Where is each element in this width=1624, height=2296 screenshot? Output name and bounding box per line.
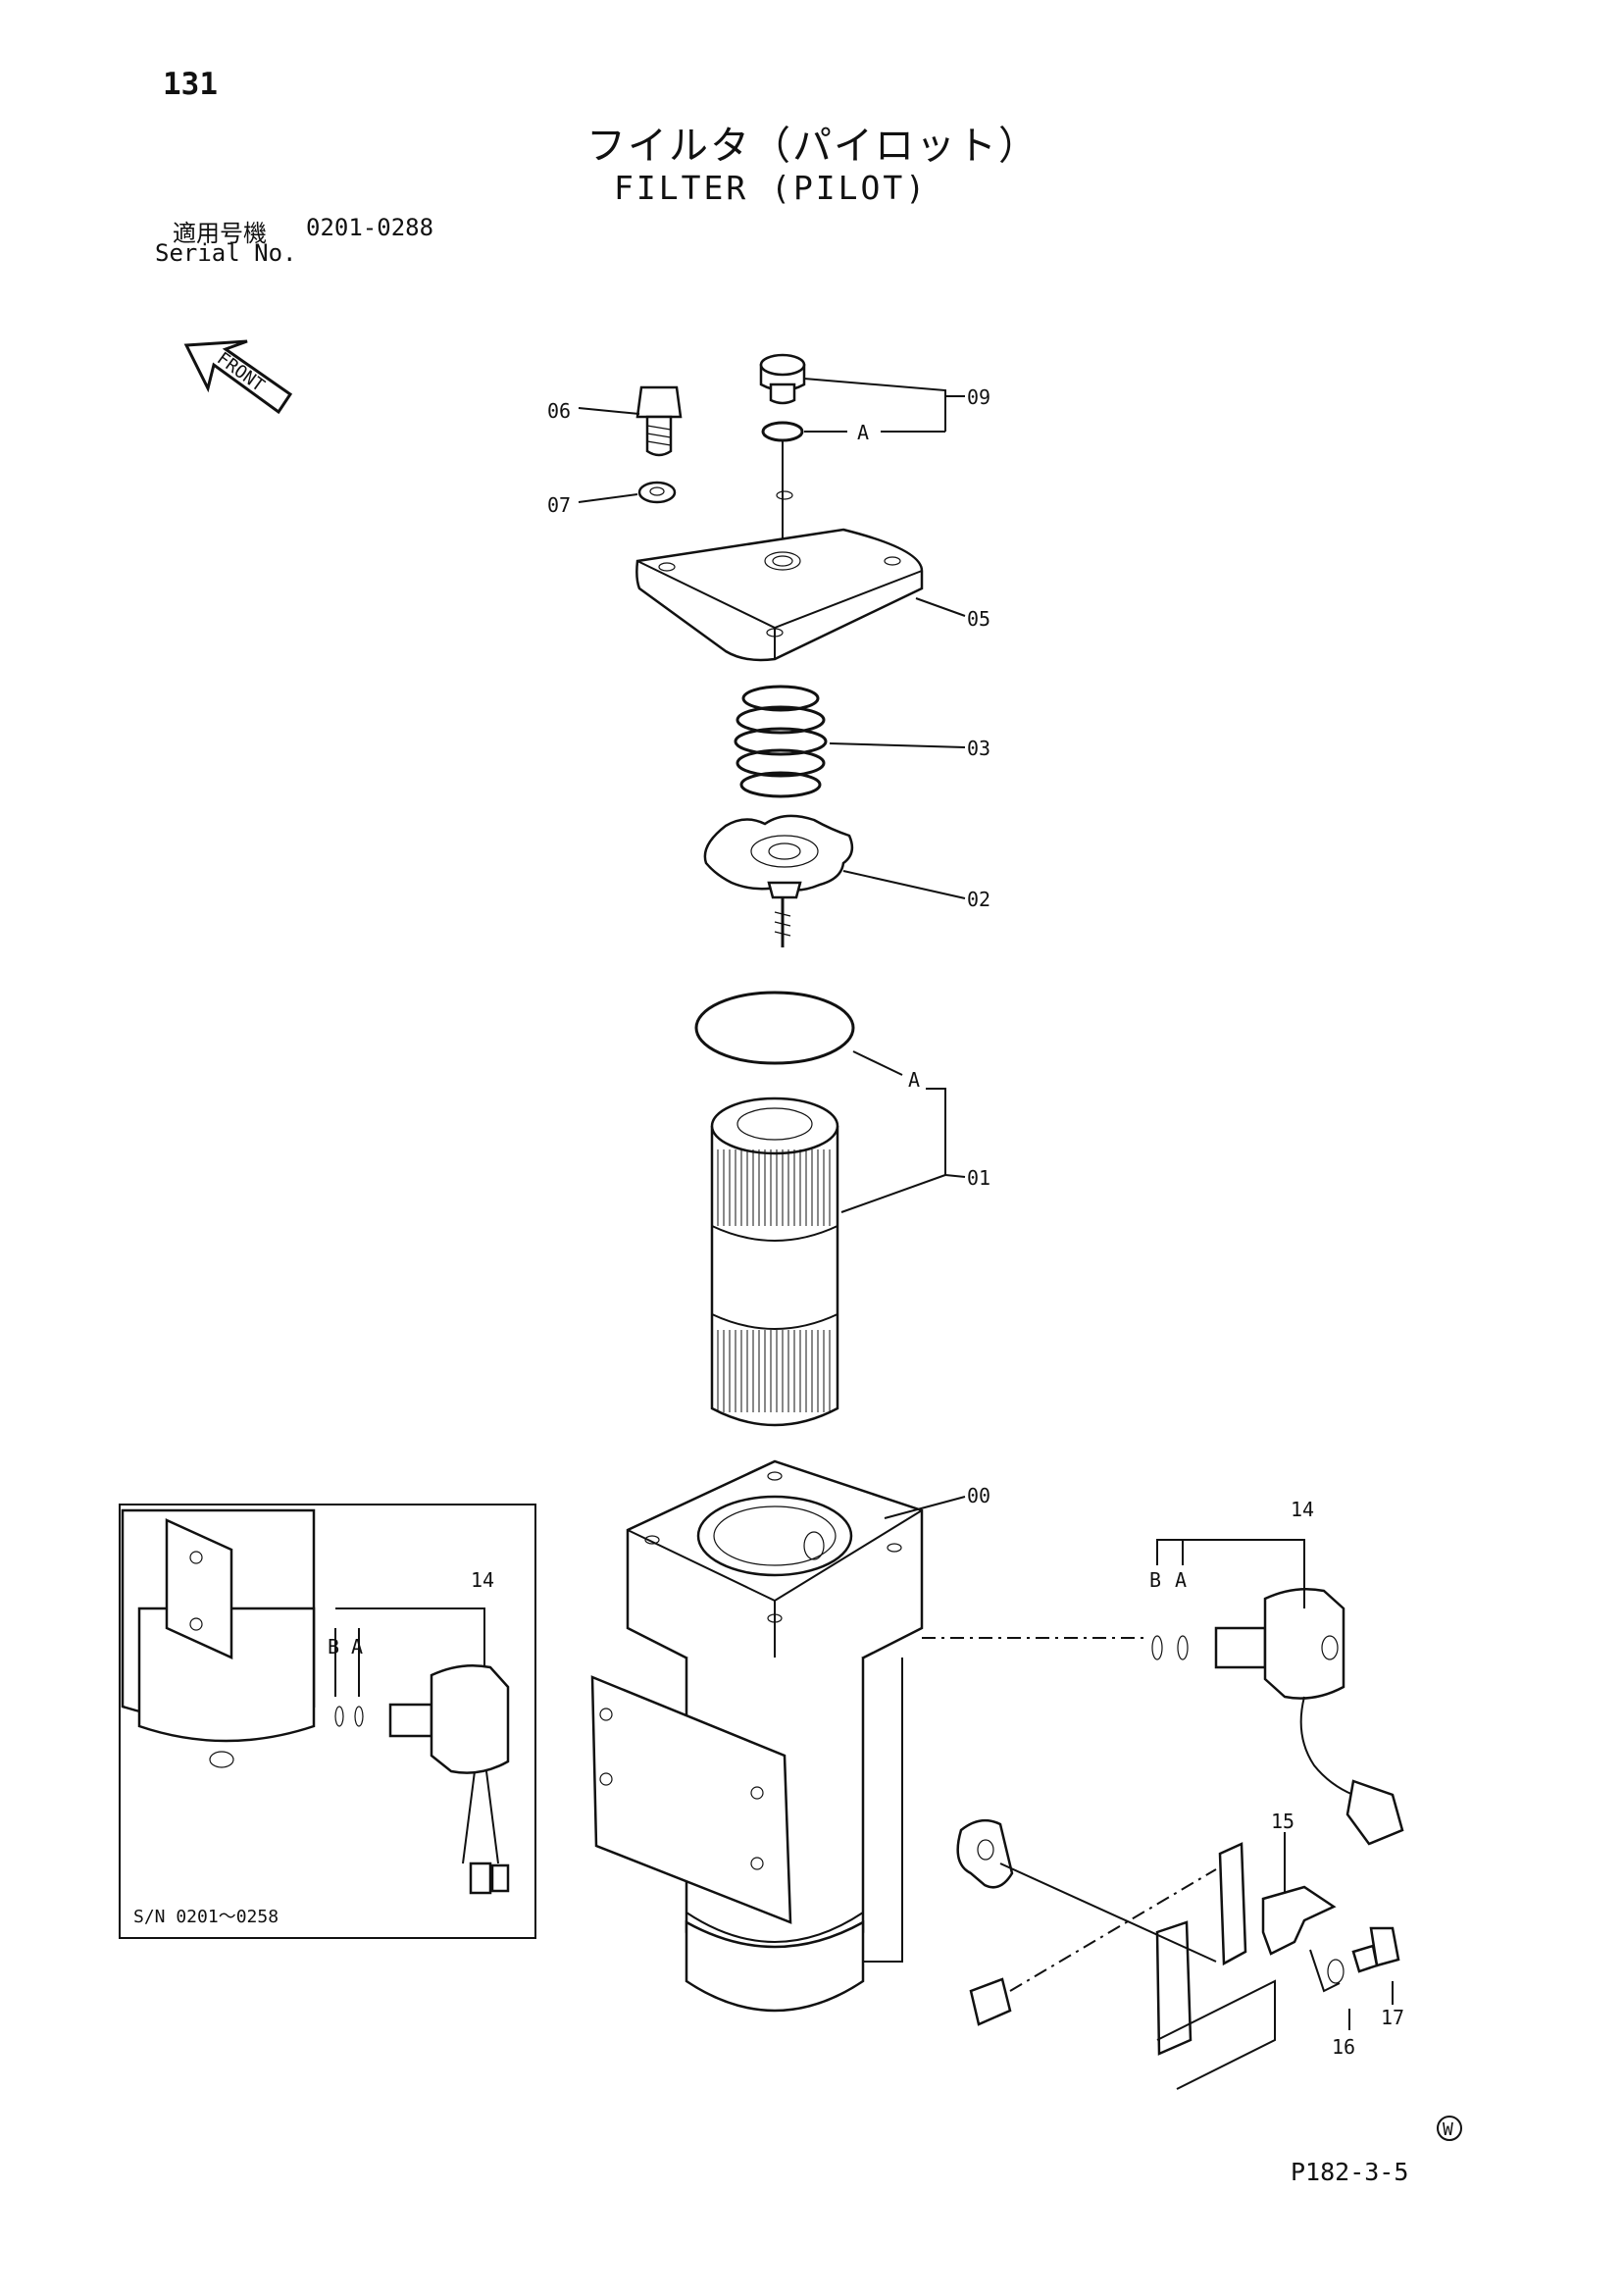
inset-detail: S/N 0201～0258 14 B A [119, 1504, 536, 1939]
diagram-code: P182-3-5 [1291, 2158, 1409, 2186]
callout-05: 05 [967, 607, 990, 631]
callout-15: 15 [1271, 1810, 1294, 1833]
callout-00: 00 [967, 1484, 990, 1507]
bolt-06 [635, 385, 683, 457]
callout-16: 16 [1332, 2035, 1355, 2059]
inset-callout-A: A [351, 1635, 363, 1658]
cover-plate-05 [635, 490, 924, 662]
title-japanese: フイルタ（パイロット） [586, 124, 1040, 169]
filter-element-01 [710, 1097, 839, 1427]
plug-09 [759, 353, 806, 405]
callout-B: B [1149, 1568, 1161, 1592]
w-mark-label: W [1443, 2119, 1453, 2140]
mounting-bracket [956, 1818, 1400, 2090]
valve-plate-02 [703, 814, 854, 947]
w-mark-icon: W [1437, 2116, 1462, 2141]
serial-range: 0201-0288 [306, 214, 434, 241]
washer-07 [637, 481, 677, 504]
callout-06: 06 [547, 399, 571, 423]
spring-03 [734, 685, 828, 798]
callout-02: 02 [967, 888, 990, 911]
pressure-switch-14 [1151, 1588, 1404, 1846]
callout-A-mid: A [908, 1068, 920, 1092]
callout-A-top: A [857, 421, 869, 444]
inset-callout-14: 14 [471, 1568, 494, 1592]
callout-17: 17 [1381, 2006, 1404, 2029]
callout-01: 01 [967, 1166, 990, 1190]
callout-A-right: A [1175, 1568, 1187, 1592]
serial-label-english: Serial No. [155, 239, 297, 267]
callout-14: 14 [1291, 1498, 1314, 1521]
callout-07: 07 [547, 493, 571, 517]
serial-label-japanese: 適用号機 [173, 220, 267, 247]
front-arrow-icon: FRONT [183, 339, 293, 415]
filter-housing-00 [590, 1459, 924, 2013]
title-english: FILTER (PILOT) [614, 169, 929, 207]
inset-callout-B: B [328, 1635, 339, 1658]
callout-03: 03 [967, 737, 990, 760]
callout-09: 09 [967, 385, 990, 409]
leader-lines [578, 378, 1394, 2030]
inset-serial-note: S/N 0201～0258 [133, 1907, 279, 1927]
large-o-ring-A [694, 991, 855, 1065]
o-ring-09 [761, 421, 804, 442]
page-number: 131 [163, 67, 218, 102]
